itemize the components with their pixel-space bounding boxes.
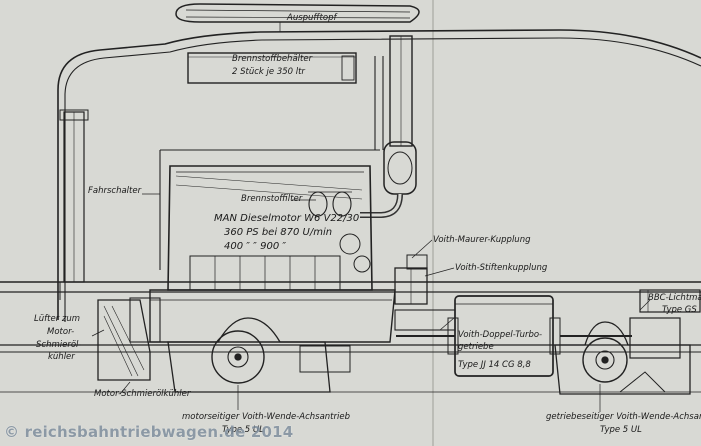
label-fan-1: Lüfter zum	[34, 314, 81, 324]
label-bbc-type: Type GS	[662, 305, 697, 315]
exhaust-stack	[360, 35, 417, 218]
label-exhaust-silencer: Auspufftopf	[287, 13, 337, 23]
label-fuel-tank: Brennstoffbehälter	[232, 54, 313, 64]
fuel-filters	[308, 191, 352, 217]
label-fahrschalter: Fahrschalter	[88, 186, 142, 196]
label-engine-model: MAN Dieselmotor W6 V22/30	[214, 213, 360, 224]
motor-side-axle-drive	[167, 317, 351, 393]
fuel-lines	[159, 56, 384, 270]
oil-cooler-fan	[97, 299, 151, 381]
engine-crankcase	[129, 289, 396, 343]
label-motor-axle-type: Type 5 UL	[222, 425, 264, 435]
label-fan-4: kühler	[48, 352, 75, 362]
bbc-generator	[639, 289, 701, 313]
fuel-tank	[187, 52, 357, 84]
left-duct	[59, 109, 89, 283]
label-turbo-transmission-2: getriebe	[458, 342, 494, 352]
label-gear-axle-drive: getriebeseitiger Voith-Wende-Achsantrieb	[546, 412, 701, 422]
label-engine-power-alt: 400 ″ ″ 900 ″	[224, 241, 287, 252]
watermark: © reichsbahntriebwagen.de 2014	[4, 423, 294, 441]
leader-lines	[91, 22, 651, 412]
label-fuel-filter: Brennstoffilter	[241, 194, 303, 204]
gear-side-axle-drive	[554, 317, 691, 395]
label-turbo-transmission: Voith-Doppel-Turbo-	[458, 330, 543, 340]
label-motor-axle-drive: motorseitiger Voith-Wende-Achsantrieb	[182, 412, 350, 422]
label-bbc-generator: BBC-Lichtma	[648, 293, 701, 303]
label-fan-2: Motor-	[47, 327, 75, 337]
label-maurer-coupling: Voith-Maurer-Kupplung	[433, 235, 531, 245]
label-turbo-type: Type JJ 14 CG 8,8	[458, 360, 531, 370]
exhaust-silencer	[175, 3, 420, 23]
label-oil-cooler: Motor-Schmierölkühler	[94, 389, 191, 399]
label-engine-power: 360 PS bei 870 U/min	[224, 227, 333, 238]
label-fuel-tank-count: 2 Stück je 350 ltr	[232, 67, 305, 77]
label-gear-axle-type: Type 5 UL	[600, 425, 642, 435]
roof-outline	[57, 29, 701, 322]
label-stiften-coupling: Voith-Stiftenkupplung	[455, 263, 548, 273]
label-fan-3: Schmieröl-	[36, 340, 82, 350]
